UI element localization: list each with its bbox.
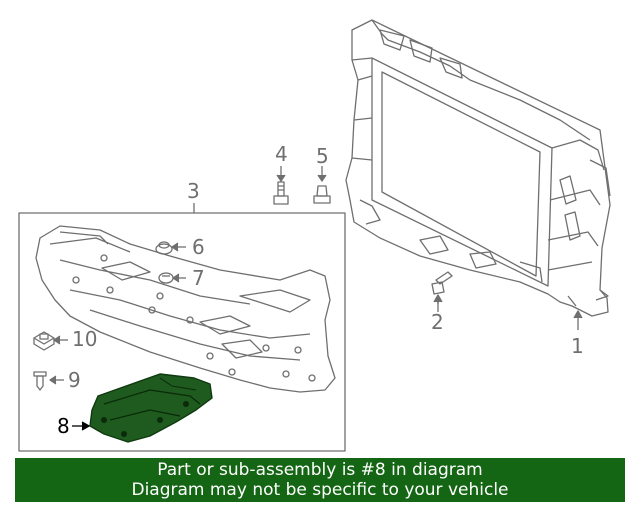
splash-shield-8: [89, 373, 213, 443]
clip-5: [313, 166, 331, 204]
callout-2: 2: [431, 310, 444, 334]
callout-3: 3: [187, 179, 200, 203]
leader-2: [433, 294, 443, 312]
clip-7: [158, 272, 186, 284]
under-cover-3: [35, 225, 336, 393]
banner-line-2: Diagram may not be specific to your vehi…: [131, 480, 509, 500]
callout-5: 5: [316, 144, 329, 168]
bolt-4: [273, 166, 289, 205]
callout-8: 8: [57, 414, 70, 438]
callout-4: 4: [275, 142, 288, 166]
callout-1: 1: [571, 334, 584, 358]
leader-1: [573, 310, 583, 330]
info-banner: Part or sub-assembly is #8 in diagram Di…: [15, 458, 625, 502]
callout-10: 10: [72, 327, 98, 351]
clip-6: [155, 241, 186, 255]
nut-10: [33, 331, 68, 351]
callout-6: 6: [192, 235, 205, 259]
parts-diagram: [18, 19, 611, 452]
radiator-support-frame: [345, 19, 611, 317]
inset-box: [18, 212, 346, 452]
callout-7: 7: [192, 266, 205, 290]
callout-9: 9: [68, 368, 81, 392]
banner-line-1: Part or sub-assembly is #8 in diagram: [157, 460, 483, 480]
screw-9: [33, 371, 64, 391]
leader-8: [72, 421, 90, 431]
